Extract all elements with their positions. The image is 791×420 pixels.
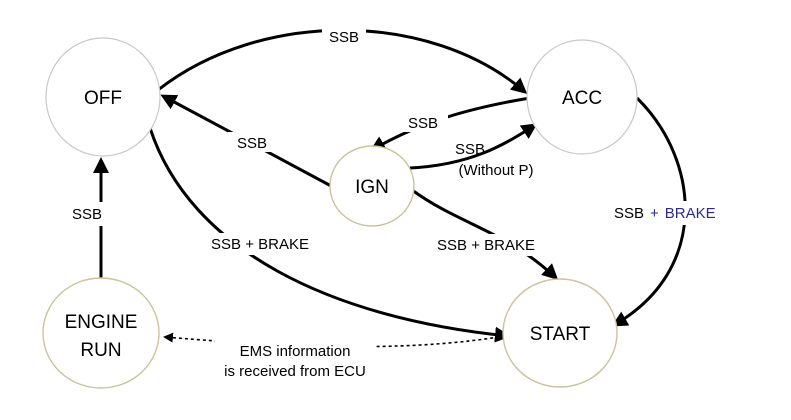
label-bg bbox=[196, 233, 324, 255]
label-bg bbox=[610, 201, 746, 225]
label-bg bbox=[398, 112, 448, 132]
edge-label-ign-to-acc-line2: (Without P) bbox=[458, 162, 533, 179]
edge-label-off-to-start: SSB + BRAKE bbox=[211, 236, 309, 253]
edge-label-acc-to-start-plus: + bbox=[650, 205, 659, 222]
node-engine-run: ENGINE RUN bbox=[42, 277, 160, 389]
edge-label-start-to-engine-run-line1: EMS information bbox=[240, 343, 351, 360]
edge-label-ign-to-acc-line1: SSB bbox=[455, 141, 485, 158]
edge-label-start-to-engine-run-line2: is received from ECU bbox=[224, 363, 366, 380]
edge-label-ign-to-start: SSB + BRAKE bbox=[437, 237, 535, 254]
label-bg bbox=[228, 132, 276, 152]
label-bg bbox=[422, 234, 550, 256]
edge-label-acc-to-start: SSB + BRAKE bbox=[614, 205, 716, 222]
node-engine-run-label-line1: ENGINE bbox=[65, 312, 138, 333]
edge-label-off-to-acc: SSB bbox=[329, 29, 359, 46]
edge-label-acc-to-start-ssb: SSB bbox=[614, 205, 644, 222]
node-engine-run-label-line2: RUN bbox=[80, 340, 121, 361]
node-ign: IGN bbox=[329, 145, 415, 227]
node-acc-label: ACC bbox=[562, 88, 602, 109]
node-acc: ACC bbox=[526, 39, 638, 155]
edge-label-ign-to-off: SSB bbox=[237, 135, 267, 152]
node-start: START bbox=[502, 278, 618, 388]
label-bg bbox=[215, 340, 375, 382]
edge-label-acc-to-ign: SSB bbox=[408, 115, 438, 132]
node-off-label: OFF bbox=[84, 88, 122, 109]
edge-off-to-start bbox=[148, 127, 511, 343]
edge-label-engine-run-to-off: SSB bbox=[72, 206, 102, 223]
node-start-label: START bbox=[530, 324, 591, 345]
edge-ign-to-acc bbox=[409, 123, 538, 170]
edge-ign-to-start bbox=[411, 188, 559, 281]
node-off: OFF bbox=[45, 37, 161, 157]
label-bg bbox=[322, 26, 366, 46]
node-ign-label: IGN bbox=[355, 177, 389, 198]
label-bg bbox=[61, 202, 113, 226]
edge-label-acc-to-start-brake: BRAKE bbox=[665, 205, 716, 222]
